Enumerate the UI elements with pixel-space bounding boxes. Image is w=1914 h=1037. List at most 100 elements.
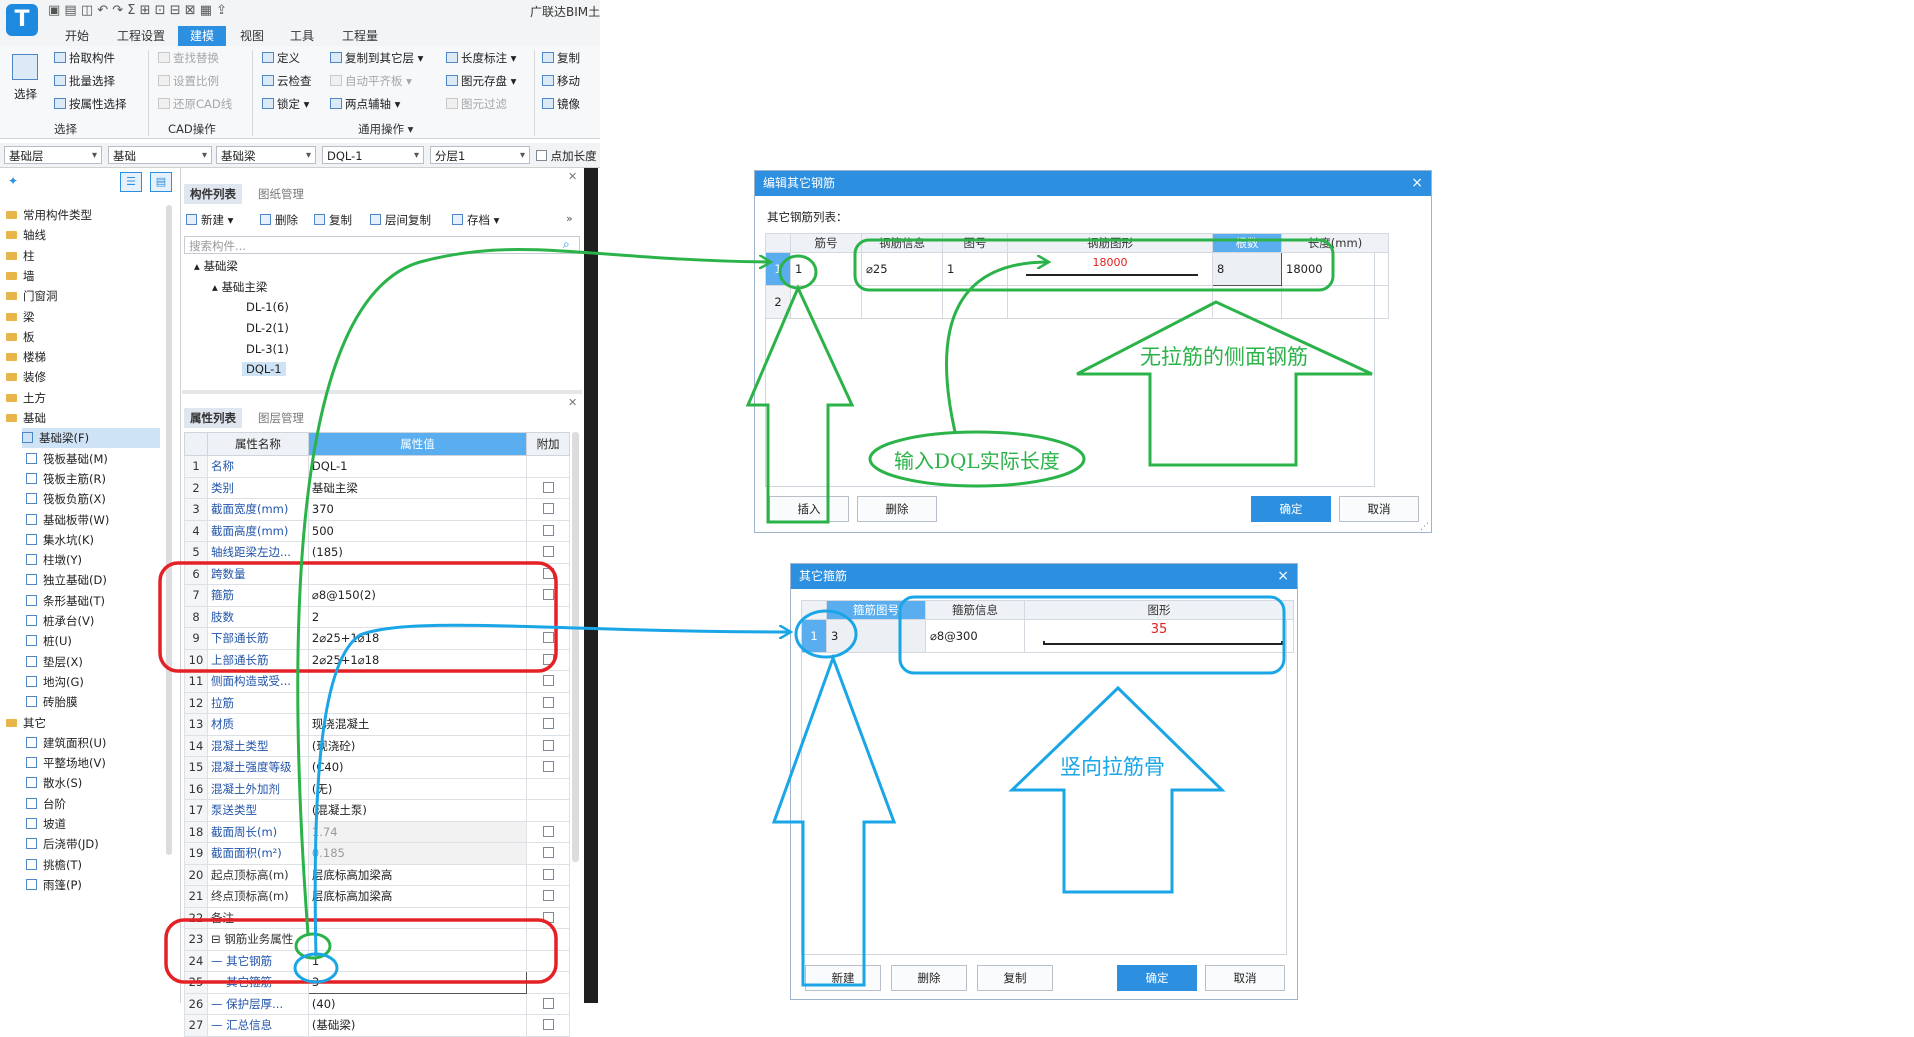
attach-checkbox[interactable] [542,761,554,773]
add-length-toggle[interactable]: 点加长度 [536,148,597,164]
nav-sub-item[interactable]: 集水坑(K) [26,530,94,550]
property-value[interactable]: 层底标高加梁高 [307,863,528,886]
attach-checkbox[interactable] [542,847,554,859]
copy-between-floors-button[interactable]: 层间复制 [370,212,431,228]
nav-sub-item[interactable]: 独立基础(D) [26,570,107,590]
nav-sub-item[interactable]: 基础梁(F) [22,428,160,449]
quick-access-icons[interactable]: ▣ ▤ ◫ ↶ ↷ Σ ⊞ ⊡ ⊟ ⊠ ▦ ⇪ [48,3,228,18]
stirrup-figure-no-cell[interactable]: 3 [826,619,926,653]
attach-checkbox[interactable] [542,503,554,515]
bar-info-cell[interactable]: ⌀25 [861,252,943,286]
resize-grip-icon[interactable]: ⋰ [1420,522,1429,532]
copy-component-button[interactable]: 复制 [314,212,352,228]
nav-folder-item[interactable]: 楼梯 [6,347,46,367]
cloud-check-button[interactable]: 云检查 [262,73,312,89]
nav-sub-item[interactable]: 坡道 [26,814,66,834]
nav-sub-item[interactable]: 垫层(X) [26,652,83,672]
attach-checkbox[interactable] [542,653,554,665]
component-search-input[interactable]: 搜索构件... [184,236,580,254]
tree-item[interactable]: DL-1(6) [246,300,289,314]
nav-sub-item[interactable]: 条形基础(T) [26,591,105,611]
nav-folder-item[interactable]: 基础 [6,408,46,428]
bar-id-cell[interactable]: 1 [790,252,862,286]
tab-quantity[interactable]: 工程量 [341,29,378,43]
property-value[interactable]: 2⌀25+1⌀18 [307,648,528,671]
nav-folder-item[interactable]: 常用构件类型 [6,205,92,225]
nav-sub-item[interactable]: 雨篷(P) [26,875,82,895]
table-row[interactable]: 27— 汇总信息(基础梁) [184,1014,570,1037]
archive-button[interactable]: 存档 ▾ [452,212,499,228]
tab-view[interactable]: 视图 [239,29,264,43]
property-value[interactable]: (基础梁) [307,1014,528,1037]
attach-checkbox[interactable] [542,567,554,579]
tab-start[interactable]: 开始 [64,29,89,43]
stirrup-shape-cell[interactable]: 35 [1024,619,1294,653]
nav-sub-item[interactable]: 散水(S) [26,773,82,793]
more-icon[interactable]: » [566,212,573,225]
cancel-button[interactable]: 取消 [1339,496,1419,522]
property-value[interactable] [307,670,528,693]
lock-button[interactable]: 锁定 ▾ [262,96,309,112]
cancel-button[interactable]: 取消 [1205,965,1285,991]
type-select[interactable]: 基础 [108,146,212,165]
close-icon[interactable]: × [1277,568,1289,584]
tree-group[interactable]: ▴ 基础主梁 [212,280,268,294]
tab-drawing-management[interactable]: 图纸管理 [258,187,304,201]
insert-button[interactable]: 插入 [769,496,849,522]
restore-cad-button[interactable]: 还原CAD线 [158,96,232,112]
attach-checkbox[interactable] [542,589,554,601]
property-value[interactable]: (40) [307,992,528,1015]
property-value[interactable]: 3 [307,971,528,994]
property-value[interactable]: 基础主梁 [307,476,528,499]
property-value[interactable]: DQL-1 [307,455,528,478]
nav-sub-item[interactable]: 砖胎膜 [26,692,78,712]
property-value[interactable]: (无) [307,777,528,800]
panel-close-icon[interactable]: ✕ [568,396,578,409]
nav-sub-item[interactable]: 台阶 [26,794,66,814]
new-button[interactable]: 新建 [805,965,881,991]
nav-folder-item[interactable]: 门窗洞 [6,286,58,306]
component-select[interactable]: DQL-1 [322,146,424,165]
nav-sub-item[interactable]: 桩(U) [26,631,72,651]
property-value[interactable]: (现浇砼) [307,734,528,757]
property-value[interactable]: 1 [307,949,528,972]
property-value[interactable]: 现浇混凝土 [307,713,528,736]
attach-checkbox[interactable] [542,739,554,751]
attach-checkbox[interactable] [542,546,554,558]
property-value[interactable]: 370 [307,498,528,521]
property-value[interactable] [307,928,528,951]
property-value[interactable]: (C40) [307,756,528,779]
copy-button[interactable]: 复制 [977,965,1053,991]
nav-sub-item[interactable]: 筏板基础(M) [26,449,108,469]
tree-view-icon[interactable]: ▤ [150,172,172,192]
copy-to-floor-button[interactable]: 复制到其它层 ▾ [330,50,423,66]
nav-folder-item[interactable]: 装修 [6,367,46,387]
nav-sub-item[interactable]: 建筑面积(U) [26,733,106,753]
define-button[interactable]: 定义 [262,50,300,66]
tab-modeling[interactable]: 建模 [178,26,226,46]
attach-checkbox[interactable] [542,868,554,880]
attach-checkbox[interactable] [542,825,554,837]
tree-root[interactable]: ▴ 基础梁 [194,259,238,273]
property-value[interactable]: (185) [307,541,528,564]
property-value[interactable] [307,562,528,585]
bar-id-cell[interactable] [790,285,862,319]
nav-sub-item[interactable]: 筏板主筋(R) [26,469,106,489]
property-value[interactable]: 0.185 [307,842,528,865]
table-row[interactable]: 23⊟ 钢筋业务属性 [184,928,570,951]
